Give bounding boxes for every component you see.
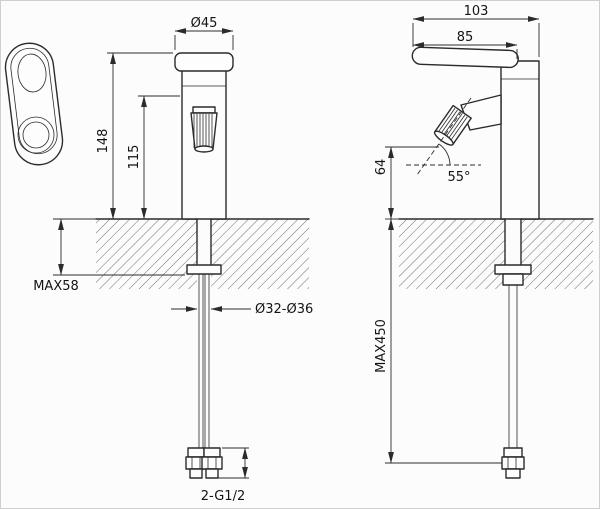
aerator-outlet xyxy=(433,130,454,146)
connection-nut-right xyxy=(201,447,223,479)
dim-front-max-deck: MAX58 xyxy=(33,218,185,294)
dim-label-thread: 2-G1/2 xyxy=(201,489,245,504)
hose-fitting xyxy=(502,273,524,286)
dim-label-55deg: 55° xyxy=(447,170,470,185)
side-view: 103 85 64 55° MAX450 xyxy=(374,4,594,479)
faucet-lever-side xyxy=(411,46,519,69)
side-undercounter xyxy=(494,218,532,479)
dim-label-103: 103 xyxy=(464,4,489,19)
dim-front-top-diameter: Ø45 xyxy=(174,16,234,50)
dim-front-height-body: 115 xyxy=(127,95,180,220)
dim-label-dia45: Ø45 xyxy=(191,16,218,31)
faucet-body-side xyxy=(500,60,540,220)
dim-label-dia32-36: Ø32-Ø36 xyxy=(255,302,313,317)
spout-arm xyxy=(460,94,502,131)
handle-top-outline xyxy=(4,42,64,166)
aerator-collar xyxy=(192,106,216,114)
aerator-knurl-lines xyxy=(193,114,213,148)
dim-side-depth-handle: 85 xyxy=(412,30,518,59)
handle-base-circle-inner xyxy=(22,121,50,149)
handle-top-view xyxy=(4,42,64,166)
front-countertop xyxy=(95,218,310,289)
dim-side-spout-height: 64 xyxy=(374,146,439,220)
countertop-hatch-left xyxy=(96,219,197,289)
dim-side-spout-angle: 55° xyxy=(406,97,481,185)
mounting-flange xyxy=(494,264,532,275)
dim-label-max450: MAX450 xyxy=(374,319,389,373)
front-undercounter xyxy=(185,218,223,479)
faucet-handle-front xyxy=(174,52,234,72)
side-countertop xyxy=(398,218,594,289)
aerator-knurl-lines xyxy=(437,107,468,142)
supply-hose xyxy=(508,285,518,448)
dim-front-height-total: 148 xyxy=(96,52,173,220)
dim-label-85: 85 xyxy=(457,30,474,45)
handle-top-inner-outline xyxy=(10,47,58,155)
dim-label-148: 148 xyxy=(96,129,111,154)
aerator-outlet xyxy=(194,145,214,153)
mounting-flange xyxy=(186,264,222,275)
countertop-hatch-left xyxy=(399,219,505,289)
front-faucet-body xyxy=(174,52,234,220)
supply-hoses xyxy=(198,274,210,448)
dim-label-64: 64 xyxy=(374,159,389,176)
dim-front-mounting-hole: Ø32-Ø36 xyxy=(171,302,313,317)
dim-front-thread: 2-G1/2 xyxy=(201,447,249,504)
dim-side-hose-length: MAX450 xyxy=(374,218,502,464)
connection-nut xyxy=(501,447,525,479)
countertop-hatch-right xyxy=(521,219,593,289)
aerator-side xyxy=(433,104,472,146)
dim-label-115: 115 xyxy=(127,145,142,170)
side-faucet-body xyxy=(411,46,540,220)
handle-base-circle-outer xyxy=(17,116,55,154)
front-view: Ø45 148 115 MAX58 Ø32-Ø36 xyxy=(33,16,313,504)
connection-nut-left xyxy=(185,447,207,479)
angle-arc xyxy=(438,143,451,166)
aerator-knurled-body xyxy=(190,112,218,150)
dim-label-max58: MAX58 xyxy=(33,279,79,294)
countertop-hatch-right xyxy=(211,219,309,289)
handle-grip-detail xyxy=(17,53,47,93)
